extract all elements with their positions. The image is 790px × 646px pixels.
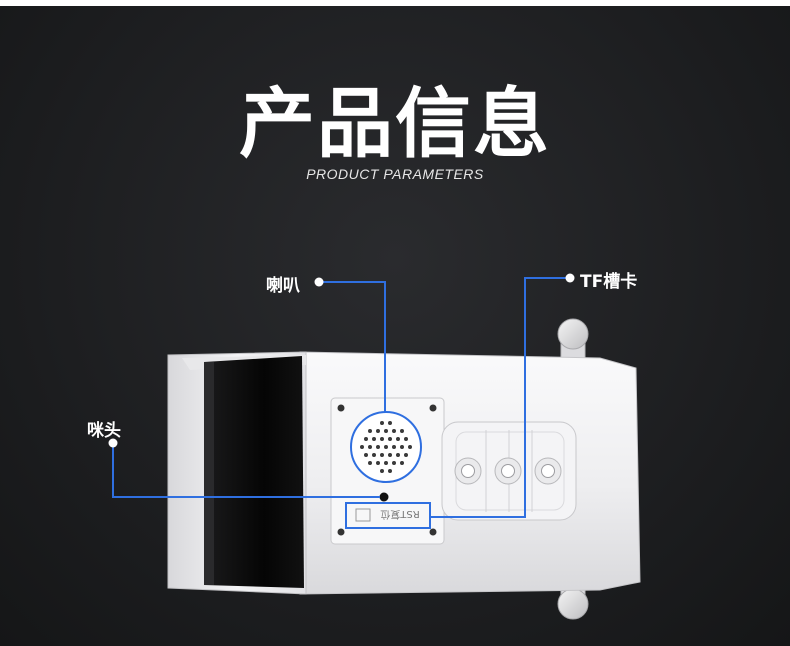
tf-slot-callout-dot — [565, 273, 575, 283]
microphone-hole — [379, 492, 389, 502]
speaker-grille — [360, 421, 412, 473]
antenna-top — [557, 318, 589, 366]
mounting-bracket — [441, 421, 577, 521]
speaker-callout-dot — [314, 277, 324, 287]
leader-lines — [112, 277, 568, 518]
page-subtitle: PRODUCT PARAMETERS — [306, 166, 484, 182]
speaker-panel: RST复位 — [330, 397, 445, 545]
tf-slot-label: TF槽卡 — [580, 272, 638, 292]
tf-slot-box — [345, 502, 431, 529]
tf-slot-leader-line — [430, 277, 568, 518]
top-strip — [0, 0, 790, 6]
microphone-callout-dot — [108, 438, 118, 448]
microphone-label: 咪头 — [87, 421, 121, 441]
reset-label: RST复位 — [380, 508, 419, 521]
microphone-leader-line — [112, 445, 380, 498]
speaker-label: 喇叭 — [266, 276, 300, 296]
page-title: 产品信息 — [239, 79, 551, 168]
speaker-leader-line — [320, 281, 386, 412]
